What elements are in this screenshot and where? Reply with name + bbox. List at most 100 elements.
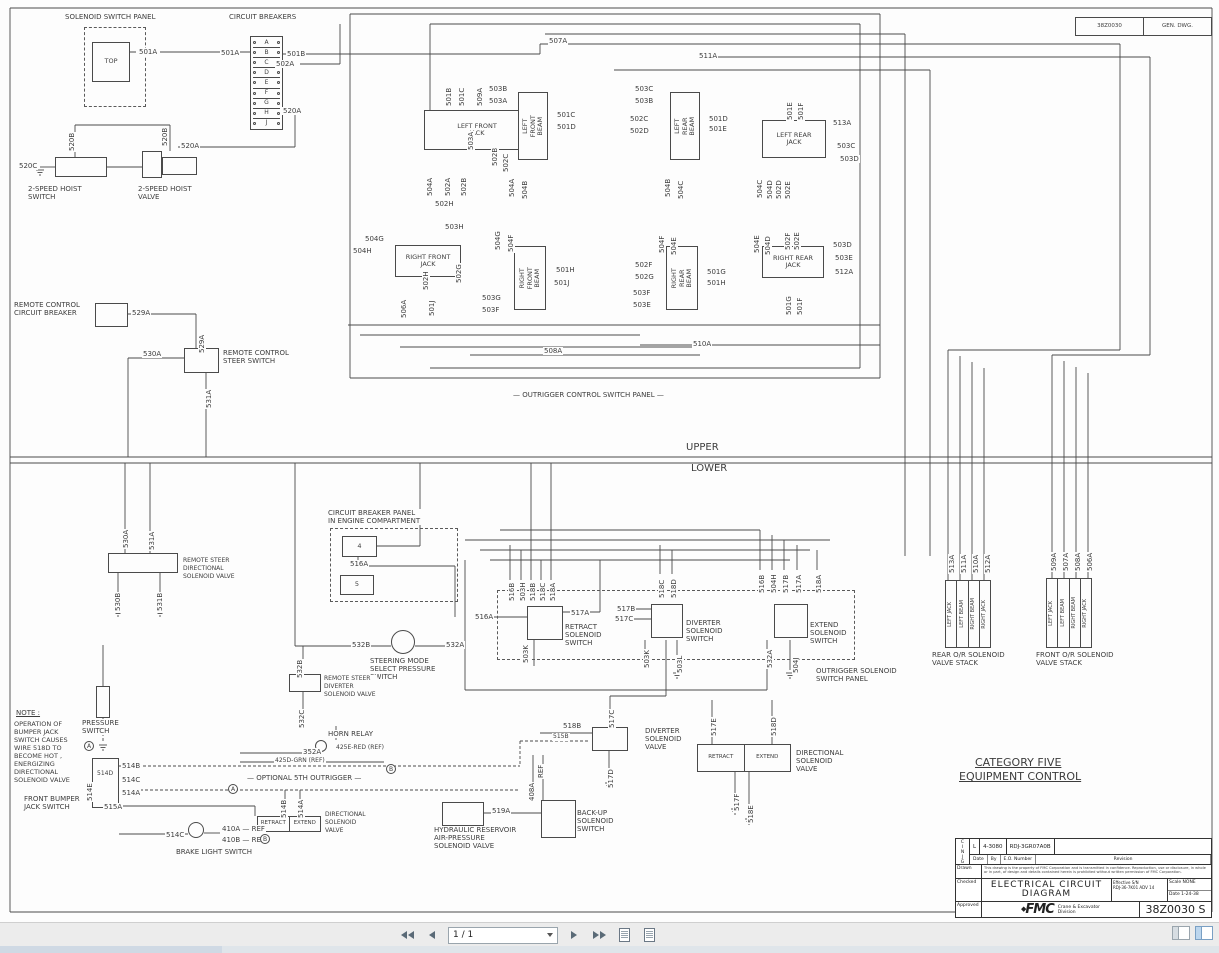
component-label: 2-SPEED HOIST SWITCH bbox=[27, 185, 83, 201]
wire-label: 408A bbox=[528, 781, 536, 802]
component-label: DIRECTIONAL SOLENOID VALVE bbox=[324, 811, 367, 835]
wire-label: 502D bbox=[629, 127, 650, 135]
wire-label: 425E-RED (REF) bbox=[335, 744, 385, 752]
continuous-view-button[interactable] bbox=[640, 926, 658, 944]
box-label: RIGHT REAR JACK bbox=[773, 253, 813, 269]
first-page-button[interactable] bbox=[398, 926, 416, 944]
wire-label: 517F bbox=[733, 792, 741, 812]
wire-label: 504F bbox=[507, 233, 515, 253]
wire-label: CIRCUIT BREAKERS bbox=[228, 13, 298, 21]
wire-label: 504A bbox=[426, 176, 434, 197]
effective-serial: Effective S/N RDJ-36-7K01 ADV 14 bbox=[1111, 879, 1167, 901]
page-select-input[interactable]: 1 / 1 bbox=[448, 926, 558, 944]
stack-column: LEFT JACK bbox=[1048, 600, 1055, 626]
diverter-solenoid-valve bbox=[592, 727, 628, 751]
wire-label: 515B bbox=[552, 733, 570, 741]
wire-label: 502G bbox=[634, 273, 655, 281]
page-label: 1 / 1 bbox=[453, 930, 474, 940]
pressure-switch bbox=[96, 686, 110, 718]
sidebar-panel-icon[interactable] bbox=[1195, 926, 1213, 940]
valve-cell: EXTEND bbox=[288, 817, 321, 831]
wire-label: 518B bbox=[562, 722, 583, 730]
stack-column: RIGHT JACK bbox=[1079, 579, 1091, 647]
wire-label: 503K bbox=[522, 644, 530, 664]
box-label: LEFT FRONT JACK bbox=[457, 121, 497, 137]
wire-label: 532A bbox=[766, 648, 774, 669]
previous-page-button[interactable] bbox=[423, 926, 441, 944]
wire-label: 502F bbox=[634, 261, 654, 269]
wire-label: SOLENOID SWITCH PANEL bbox=[64, 13, 157, 21]
wire-label: 503D bbox=[839, 155, 860, 163]
wire-label: 514C bbox=[165, 831, 186, 839]
last-page-button[interactable] bbox=[590, 926, 608, 944]
valve-cell: EXTEND bbox=[743, 745, 791, 771]
box-label: RIGHT FRONT BEAM bbox=[517, 266, 541, 290]
hoist-valve-coil bbox=[142, 151, 162, 178]
component-label: REMOTE CONTROL CIRCUIT BREAKER bbox=[13, 301, 81, 317]
wire-label: 531A bbox=[205, 388, 213, 409]
left-front-beam: LEFT FRONT BEAM bbox=[518, 92, 548, 160]
wire-label: 508A bbox=[1074, 551, 1082, 572]
terminal-dot bbox=[253, 61, 256, 65]
wire-label: 503B bbox=[634, 97, 655, 105]
wire-label: 501C bbox=[458, 86, 466, 107]
component-label: BACK-UP SOLENOID SWITCH bbox=[576, 809, 615, 833]
circled-letter: B bbox=[386, 764, 396, 774]
wire-label: 517A bbox=[570, 609, 591, 617]
wire-label: 502H bbox=[422, 270, 430, 291]
box-label: RIGHT FRONT JACK bbox=[405, 252, 451, 268]
component-label: REMOTE STEER DIRECTIONAL SOLENOID VALVE bbox=[182, 557, 236, 581]
hoist-valve-body bbox=[162, 157, 197, 175]
wire-label: 502C bbox=[629, 115, 650, 123]
wire-label: 516A bbox=[474, 613, 495, 621]
document-panel-icon[interactable] bbox=[1172, 926, 1190, 940]
component-label: OPERATION OF BUMPER JACK SWITCH CAUSES W… bbox=[13, 720, 71, 784]
wire-label: 502H bbox=[434, 200, 455, 208]
terminal-dot bbox=[253, 111, 256, 115]
next-page-button[interactable] bbox=[565, 926, 583, 944]
single-page-view-button[interactable] bbox=[615, 926, 633, 944]
component-label: CATEGORY FIVE bbox=[974, 756, 1063, 769]
wire-label: 502E bbox=[784, 180, 792, 200]
wire-label: 504B bbox=[664, 177, 672, 198]
title-block: C I N J G L 4-3080 RDJ-3GR07A0B Date By … bbox=[955, 838, 1212, 918]
wire-label: 520C bbox=[18, 162, 39, 170]
left-rear-jack: LEFT REAR JACK bbox=[762, 120, 826, 158]
wire-label: 520A bbox=[180, 142, 201, 150]
wire-label: 501E bbox=[708, 125, 728, 133]
breaker-row: B bbox=[253, 47, 280, 57]
wire-label: 517E bbox=[710, 717, 718, 737]
retract-solenoid-switch bbox=[527, 606, 563, 640]
wire-label: 504J bbox=[792, 656, 800, 674]
wire-label: 510A bbox=[692, 340, 713, 348]
box-label: 4 bbox=[357, 541, 362, 550]
terminal-dot bbox=[277, 101, 280, 105]
box-label: TOP bbox=[104, 57, 118, 66]
breaker-row: D bbox=[253, 67, 280, 77]
wire-label: 516B bbox=[758, 573, 766, 594]
brake-light-switch bbox=[188, 822, 204, 838]
wire-label: 518C bbox=[539, 581, 547, 602]
wire-label: 503L bbox=[676, 654, 684, 674]
wire-label: 532B bbox=[351, 641, 372, 649]
component-label: CIRCUIT BREAKER PANEL IN ENGINE COMPARTM… bbox=[327, 509, 422, 525]
wire-label: 531A bbox=[148, 530, 156, 551]
component-label: OUTRIGGER SOLENOID SWITCH PANEL bbox=[815, 667, 898, 683]
wire-label: 518C bbox=[658, 578, 666, 599]
wire-label: 509A bbox=[1050, 551, 1058, 572]
component-label: DIVERTER SOLENOID VALVE bbox=[644, 727, 683, 751]
component-label: BRAKE LIGHT SWITCH bbox=[175, 848, 254, 856]
breaker-row: F bbox=[253, 87, 280, 98]
wire-label: 512A bbox=[834, 268, 855, 276]
terminal-dot bbox=[276, 41, 280, 45]
remote-steer-diverter-solenoid-valve bbox=[289, 674, 321, 692]
wire-label: 503F bbox=[632, 289, 652, 297]
circuit-breaker-5: 5 bbox=[340, 575, 374, 595]
component-label: FRONT O/R SOLENOID VALVE STACK bbox=[1035, 651, 1115, 667]
wire-label: 501G bbox=[785, 295, 793, 316]
circled-letter: A bbox=[84, 741, 94, 751]
wire-label: 517A bbox=[795, 573, 803, 594]
wire-label: 502A bbox=[444, 176, 452, 197]
